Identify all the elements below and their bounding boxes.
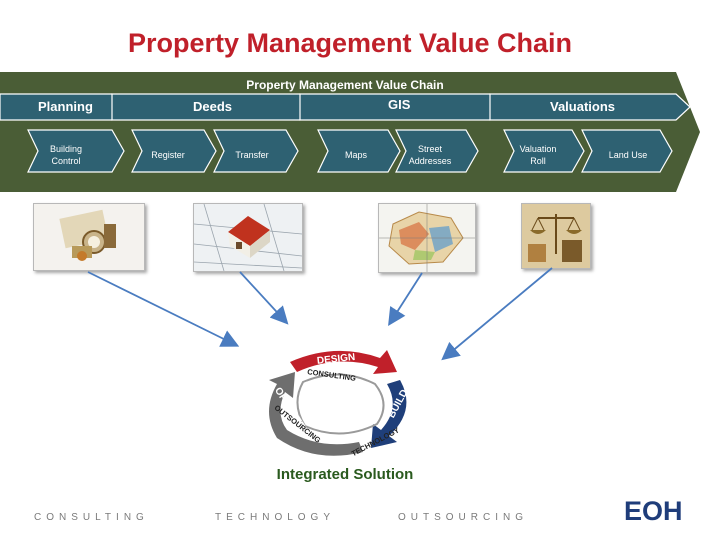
- cycle-segment-design: [290, 350, 397, 374]
- page-title: Property Management Value Chain: [127, 28, 573, 58]
- integrated-solution-label: Integrated Solution: [276, 466, 414, 483]
- stage-deeds-label: Deeds: [193, 99, 233, 114]
- chevron-sub-street-addresses: [395, 129, 479, 173]
- sub-transfer: Transfer: [235, 150, 269, 160]
- eoh-logo: EOH: [624, 496, 683, 526]
- arrow-deeds: [239, 271, 289, 325]
- arrow-valuations: [441, 267, 553, 361]
- gis-map-photo: [378, 203, 476, 273]
- valuation-scales-photo: [521, 203, 591, 269]
- footer-technology: TECHNOLOGY: [215, 512, 336, 523]
- chevron-sub-maps: [317, 129, 401, 173]
- chevron-sub-valuation-roll: [503, 129, 585, 173]
- chevron-header-valuations: [489, 93, 691, 121]
- sub-maps: Maps: [344, 150, 367, 160]
- planning-tools-photo: [33, 203, 145, 271]
- cycle-segment-build: [371, 380, 407, 448]
- cycle-build-text: BUILD: [386, 388, 410, 420]
- arrow-gis: [388, 272, 423, 327]
- footer-outsourcing: OUTSOURCING: [398, 512, 528, 523]
- cycle-design-text: DESIGN: [316, 352, 355, 367]
- stage-valuations-label: Valuations: [550, 99, 616, 114]
- house-on-blueprints-photo: [193, 203, 303, 272]
- sub-land-use: Land Use: [608, 150, 648, 160]
- footer-consulting: CONSULTING: [34, 512, 149, 523]
- cycle-segment-operate: [269, 372, 363, 456]
- chevron-sub-land-use: [581, 129, 673, 173]
- sub-register: Register: [151, 150, 185, 160]
- chevron-sub-building-control: [27, 129, 125, 173]
- chevron-group: [0, 93, 691, 173]
- stage-planning-label: Planning: [38, 99, 93, 114]
- band-title: Property Management Value Chain: [246, 78, 444, 92]
- value-chain-band: [0, 72, 700, 192]
- cycle-inner-ring: [296, 373, 385, 435]
- design-build-operate-cycle: DESIGN BUILD OPERATE CONSULTING TECHNOLO…: [269, 350, 410, 458]
- arrow-planning: [87, 271, 240, 347]
- chevron-sub-register: [131, 129, 217, 173]
- chevron-sub-transfer: [213, 129, 299, 173]
- cycle-consulting-text: CONSULTING: [307, 367, 357, 383]
- stage-gis-label: GIS: [388, 97, 411, 112]
